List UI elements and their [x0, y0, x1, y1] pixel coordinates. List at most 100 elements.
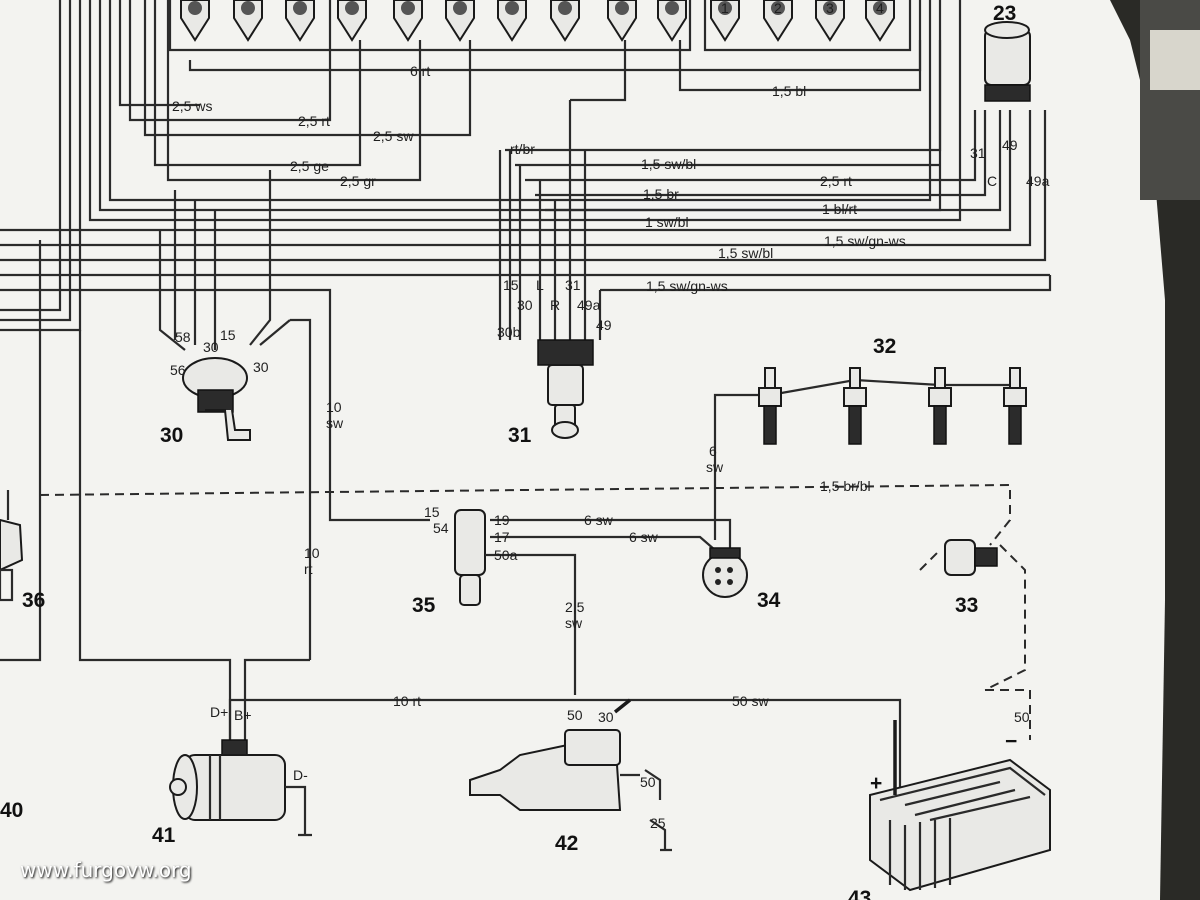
wire-label-25rt-b: 2,5 rt	[820, 173, 852, 189]
generator-terminal-dminus: D-	[293, 767, 308, 783]
battery-ground-50: 50	[1014, 709, 1030, 725]
fuse-number: 1	[721, 0, 729, 16]
wire-label-50sw: 50 sw	[732, 693, 769, 709]
spark-plugs-32: 32	[713, 335, 1027, 450]
wire-label-15swbl-b: 1,5 sw/bl	[718, 245, 773, 261]
relay-terminal-30: 30	[517, 297, 533, 313]
fuse-terminal	[445, 0, 475, 42]
fuse-terminal	[607, 0, 637, 42]
wire-label-25ge: 2,5 ge	[290, 158, 329, 174]
fuse-terminal	[180, 0, 210, 42]
relay-terminal-49a: 49a	[577, 297, 601, 313]
wire-label-15br: 1,5 br	[643, 186, 679, 202]
wire-label-6sw-a: 6	[709, 443, 717, 459]
component-number-41: 41	[152, 824, 176, 847]
component-number-31: 31	[508, 424, 532, 447]
wire-label-1blrt: 1 bl/rt	[822, 201, 857, 217]
battery-terminal-plus: +	[870, 772, 882, 795]
fuse-number: 3	[826, 0, 834, 16]
component-36: 36	[0, 490, 45, 612]
spark-plug	[843, 367, 867, 445]
dimmer-switch-31: 31	[508, 339, 594, 447]
fuse-number: 2	[774, 0, 782, 16]
wire-label-15swgnws-b: 1,5 sw/gn-ws	[646, 278, 728, 294]
watermark: www.furgovw.org	[20, 858, 192, 882]
wire-label-1swbl: 1 sw/bl	[645, 214, 689, 230]
wire-label-10rt-b: rt	[304, 561, 313, 577]
background-paper-stack	[1150, 30, 1200, 90]
wire-label-6rt: 6 rt	[410, 63, 430, 79]
coil-terminal-31: 31	[970, 145, 986, 161]
spark-plug	[758, 367, 782, 445]
terminal-labels: 31 C 49 49a 15 L 31 30 R 49a 30b 49 58 3…	[170, 137, 1050, 831]
component-number-36: 36	[22, 589, 45, 612]
wire-label-rtbr: rt/br	[510, 141, 535, 157]
switch-terminal-58: 58	[175, 329, 191, 345]
ignition-terminal-50a: 50a	[494, 547, 518, 563]
component-number-33: 33	[955, 594, 978, 617]
fuse-terminal: 2	[763, 0, 793, 42]
ignition-terminal-19: 19	[494, 512, 510, 528]
battery-terminal-minus: −	[1005, 730, 1017, 753]
starter-ground-50: 50	[640, 774, 656, 790]
switch-terminal-15: 15	[220, 327, 236, 343]
distributor-34: 34	[490, 450, 781, 612]
switch-terminal-30b: 30	[253, 359, 269, 375]
fuse-terminal: 1	[710, 0, 740, 42]
fuse-terminal: 4	[865, 0, 895, 42]
wire-label-15bl: 1,5 bl	[772, 83, 806, 99]
ignition-terminal-15: 15	[424, 504, 440, 520]
component-number-43: 43	[848, 887, 871, 900]
wire-label-6sw-b: sw	[706, 459, 724, 475]
wire-harness	[0, 0, 1050, 740]
wire-label-15brbl: 1,5 br/bl	[820, 478, 871, 494]
spark-plug	[928, 367, 952, 445]
component-number-32: 32	[873, 335, 896, 358]
ignition-terminal-54: 54	[433, 520, 449, 536]
relay-terminal-49: 49	[596, 317, 612, 333]
generator-41: 41 40	[0, 698, 312, 847]
fuse-box: 1 2 3 4	[168, 0, 912, 52]
fuse-terminal: 3	[815, 0, 845, 42]
fuse-terminal	[550, 0, 580, 42]
wire-label-25sw: 2,5 sw	[373, 128, 414, 144]
wire-label-25sw-a: 2,5	[565, 599, 585, 615]
battery-43: 43	[848, 720, 1051, 900]
relay-terminal-30b: 30b	[497, 324, 521, 340]
wire-label-10sw-b: sw	[326, 415, 344, 431]
coil-terminal-49a: 49a	[1026, 173, 1050, 189]
paper-sheet	[0, 0, 1165, 900]
wire-label-15swbl-a: 1,5 sw/bl	[641, 156, 696, 172]
relay-terminal-r: R	[550, 297, 560, 313]
component-number-23: 23	[993, 2, 1016, 25]
wire-label-25rt: 2,5 rt	[298, 113, 330, 129]
component-number-35: 35	[412, 594, 436, 617]
wire-label-6sw-17: 6 sw	[629, 529, 659, 545]
component-number-40: 40	[0, 799, 23, 822]
relay-terminal-l: L	[536, 277, 544, 293]
fuse-terminal	[657, 0, 687, 42]
wire-label-15swgnws-a: 1,5 sw/gn-ws	[824, 233, 906, 249]
component-number-42: 42	[555, 832, 578, 855]
starter-terminal-30: 30	[598, 709, 614, 725]
wire-label-25sw-b: sw	[565, 615, 583, 631]
generator-terminal-bplus: B+	[234, 707, 252, 723]
wire-label-6sw-19: 6 sw	[584, 512, 614, 528]
wire-label-10rt-a: 10	[304, 545, 320, 561]
wire-label-25gr: 2,5 gr	[340, 173, 376, 189]
switch-terminal-56: 56	[170, 362, 186, 378]
wire-label-25ws: 2,5 ws	[172, 98, 212, 114]
ignition-switch-35: 35	[412, 509, 577, 695]
wire-label-10sw-a: 10	[326, 399, 342, 415]
oil-pressure-switch-33: 33	[944, 539, 998, 617]
component-number-34: 34	[757, 589, 781, 612]
coil-terminal-c: C	[987, 173, 997, 189]
relay-terminal-31: 31	[565, 277, 581, 293]
fuse-terminal	[285, 0, 315, 42]
ignition-terminal-17: 17	[494, 529, 510, 545]
generator-terminal-dplus: D+	[210, 704, 228, 720]
wire-labels: 6 rt 1,5 bl 2,5 ws 2,5 rt 2,5 sw rt/br 1…	[172, 63, 906, 709]
spark-plug	[1003, 367, 1027, 445]
